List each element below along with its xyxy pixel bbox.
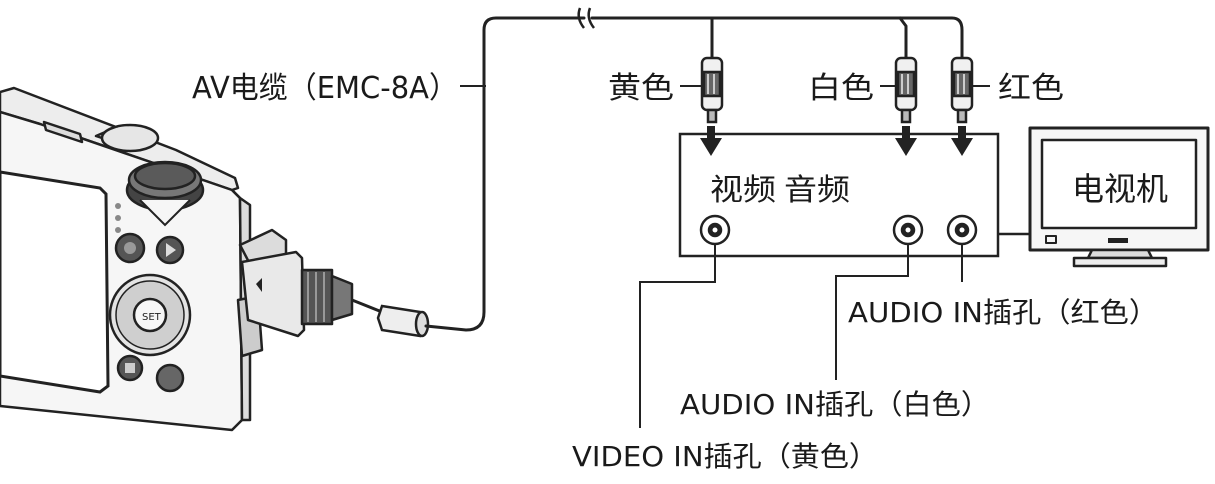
- usb-av-plug-icon: [236, 228, 354, 358]
- cable-label: AV电缆（EMC-8A）: [192, 71, 458, 106]
- av-cable: [424, 16, 964, 332]
- arrow-down-icon: [951, 126, 973, 156]
- plug-red-label: 红色: [998, 71, 1064, 106]
- ferrite-core-icon: [351, 298, 430, 338]
- svg-text:SET: SET: [142, 312, 162, 323]
- jack-audio-white-label: AUDIO IN插孔（白色）: [680, 388, 990, 421]
- video-jack-icon: [699, 214, 731, 246]
- rca-plug-yellow-icon: [700, 56, 724, 124]
- audio-jack-red-icon: [946, 214, 978, 246]
- tv-icon: [1028, 126, 1210, 268]
- tv-input-panel: [678, 132, 1030, 258]
- arrow-down-icon: [700, 126, 722, 156]
- panel-audio-label: 音频: [784, 173, 850, 208]
- delete-button-icon: [155, 363, 185, 393]
- arrow-down-icon: [895, 126, 917, 156]
- camera-buttons: SET: [108, 232, 192, 393]
- plug-white-label: 白色: [808, 71, 874, 106]
- leader-lines: [460, 85, 990, 428]
- insert-arrows: [700, 126, 973, 156]
- cable-break-icon: [577, 7, 595, 29]
- panel-video-label: 视频: [710, 173, 776, 208]
- mode-dial-icon: [125, 160, 205, 227]
- status-led-icon: [115, 203, 121, 233]
- plug-yellow-label: 黄色: [608, 71, 674, 106]
- jack-video-label: VIDEO IN插孔（黄色）: [572, 440, 878, 473]
- audio-jack-white-icon: [892, 214, 924, 246]
- rca-plug-red-icon: [950, 56, 974, 124]
- set-button-icon: [132, 297, 168, 333]
- tv-label: 电视机: [1072, 170, 1168, 208]
- rca-plug-white-icon: [894, 56, 918, 124]
- jack-audio-red-label: AUDIO IN插孔（红色）: [848, 296, 1158, 329]
- lcd-screen: [0, 170, 110, 394]
